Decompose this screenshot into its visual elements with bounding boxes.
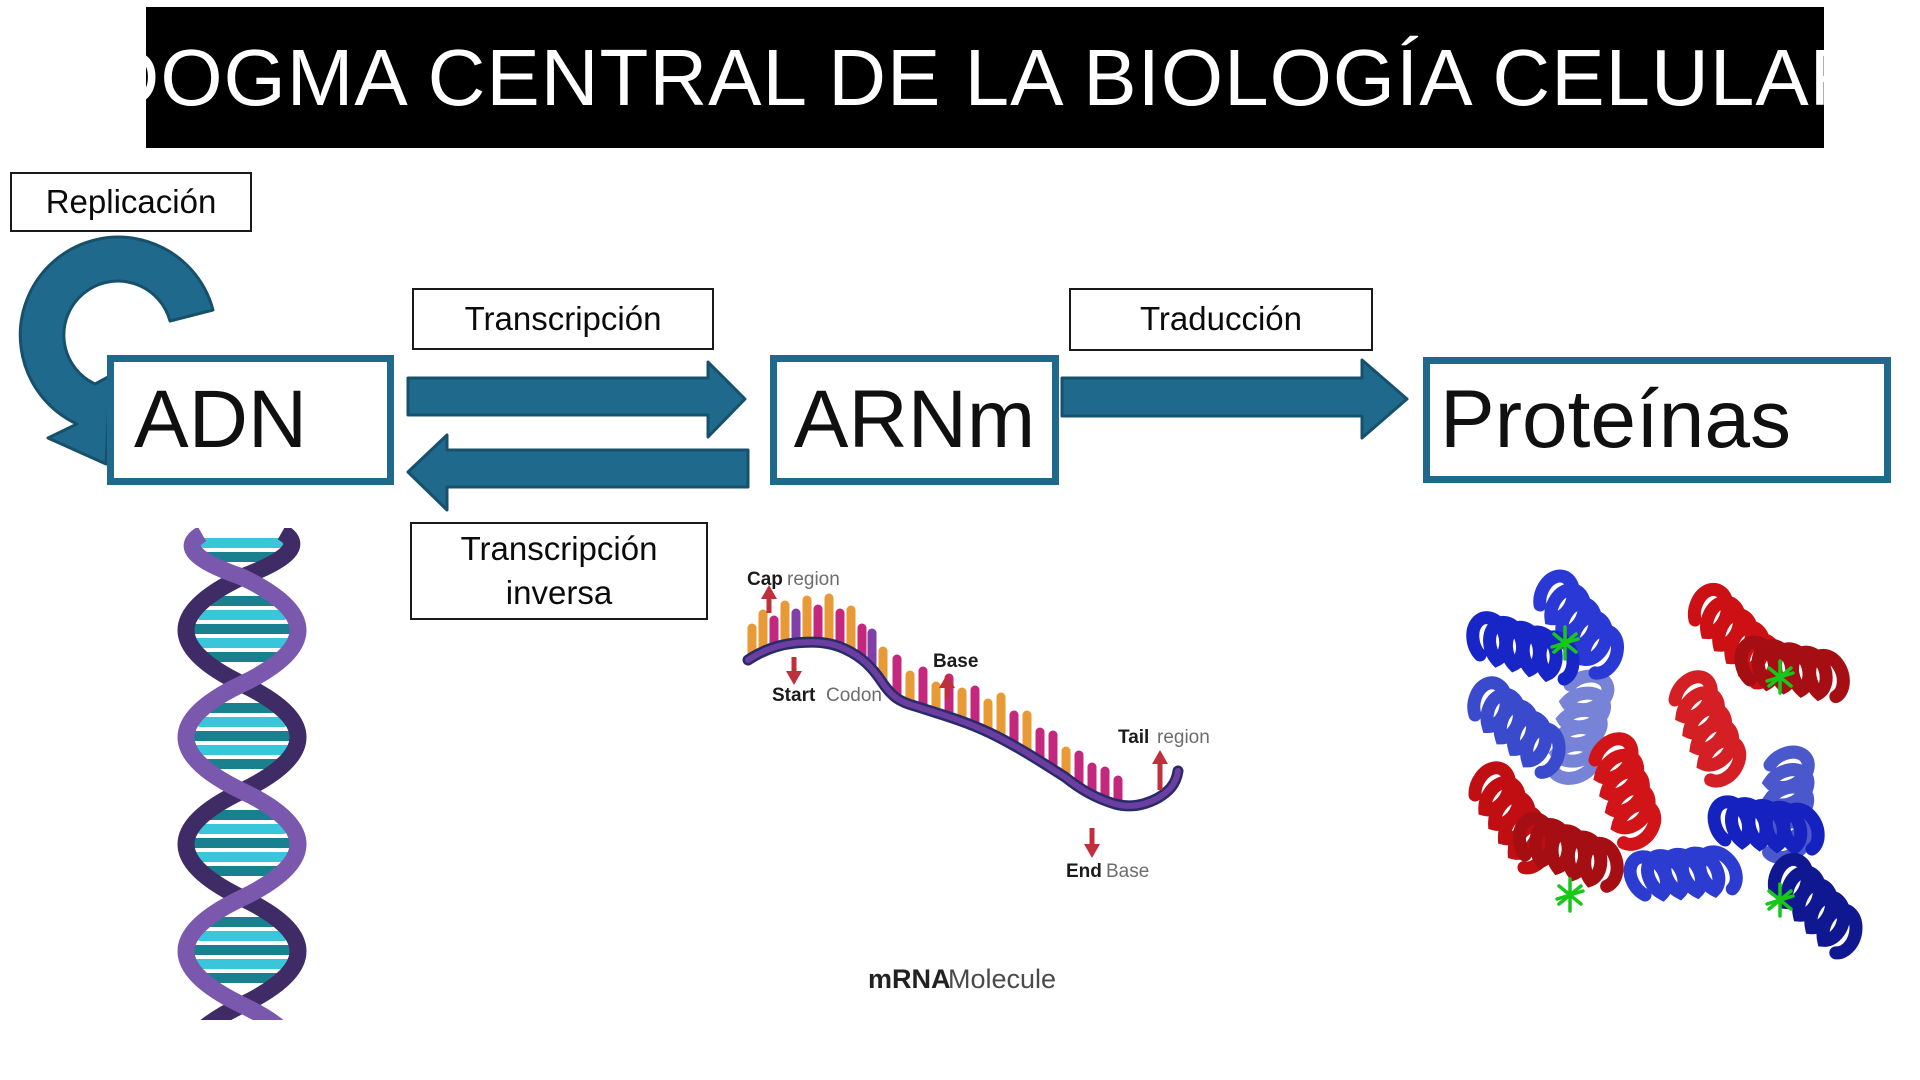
base-label: Base (933, 651, 978, 672)
start-codon-label-rest: Codon (826, 685, 882, 706)
cap-region-label-rest: region (787, 569, 840, 590)
title-bar: DOGMA CENTRAL DE LA BIOLOGÍA CELULAR (102, 7, 1867, 148)
dna-helix-image (177, 528, 307, 1020)
page-title: DOGMA CENTRAL DE LA BIOLOGÍA CELULAR (101, 32, 1869, 122)
translation-label: Traducción (1069, 288, 1373, 351)
reverse-transcription-label: Transcripción inversa (410, 522, 708, 620)
mrna-annotation-arrows (761, 585, 1168, 858)
helix-strand-front (177, 528, 307, 1020)
mrna-node-label: ARNm (793, 374, 1036, 465)
dna-node-box: ADN (107, 355, 394, 485)
proteins-node-box: Proteínas (1423, 357, 1891, 483)
mrna-strand (745, 639, 1181, 809)
transcription-label: Transcripción (412, 288, 714, 350)
end-base-label-bold: End (1066, 861, 1102, 882)
replication-loop-arrow-icon (18, 235, 215, 466)
end-base-label-rest: Base (1106, 861, 1149, 882)
helix-rungs (192, 538, 292, 983)
protein-structure-image (1450, 565, 1890, 985)
mrna-molecule-image: Cap region Start Codon Base Tail region … (742, 569, 1210, 994)
reverse-transcription-label-text: Transcripción inversa (460, 529, 658, 611)
replication-label-text: Replicación (45, 182, 217, 220)
heme-groups (1550, 625, 1795, 918)
dna-node-label: ADN (134, 374, 308, 465)
transcription-label-text: Transcripción (464, 299, 662, 337)
proteins-node-label: Proteínas (1440, 374, 1791, 465)
mrna-caption-rest: Molecule (948, 964, 1056, 994)
reverse-transcription-arrow-icon (406, 433, 750, 512)
start-codon-label-bold: Start (772, 685, 816, 706)
protein-ribbons (1453, 571, 1870, 956)
mrna-caption-bold: mRNA (868, 964, 951, 994)
mrna-node-box: ARNm (770, 355, 1059, 485)
tail-region-label-bold: Tail (1118, 727, 1149, 748)
tail-region-label-rest: region (1157, 727, 1210, 748)
translation-label-text: Traducción (1139, 300, 1303, 338)
replication-label: Replicación (10, 172, 252, 232)
cap-region-label-bold: Cap (747, 569, 783, 590)
translation-arrow-icon (1060, 358, 1409, 440)
transcription-arrow-icon (406, 360, 747, 439)
